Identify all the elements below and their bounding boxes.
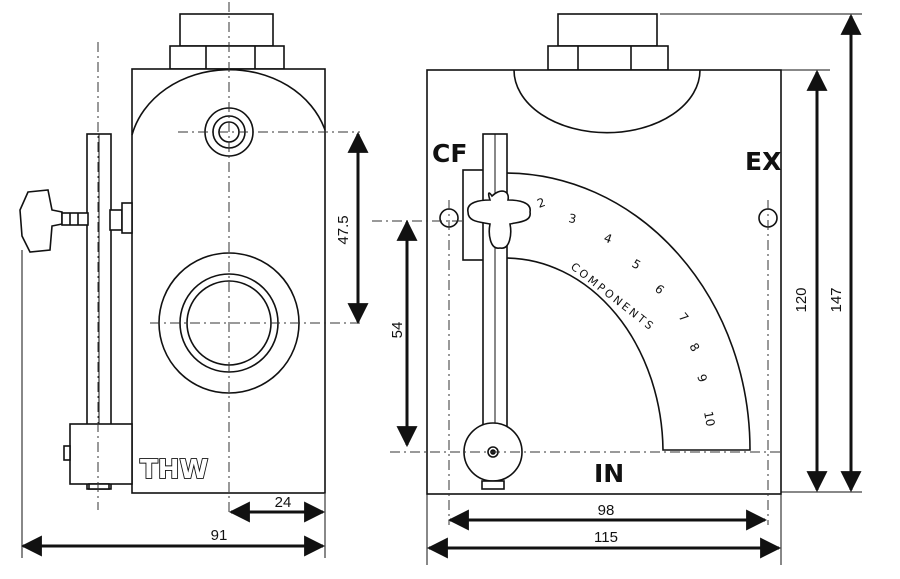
dim-120: 120: [793, 287, 810, 312]
cf-label: CF: [432, 139, 467, 168]
extension-lines: [21, 13, 862, 565]
dim-91: 91: [211, 527, 228, 544]
scale-mark: 3: [567, 211, 577, 226]
dim-115: 115: [594, 529, 618, 546]
side-knob: [19, 189, 63, 253]
dimension-labels: 47.5 54 24 91 98 115 120 147: [211, 215, 845, 546]
scale-mark: 10: [701, 410, 717, 427]
front-centerlines: [372, 200, 780, 525]
side-nut-top: [179, 13, 274, 47]
side-bottom-block: [69, 423, 133, 485]
in-label: IN: [594, 459, 624, 488]
front-nut-bottom: [547, 45, 669, 71]
front-half-moon: [513, 69, 701, 134]
side-centerlines: [97, 2, 360, 515]
scale-mark: 4: [602, 231, 614, 247]
front-view: [426, 13, 782, 495]
scale-mark: 2: [535, 195, 547, 211]
side-view: [19, 13, 326, 494]
scale-arc: [504, 172, 751, 451]
ex-label: EX: [745, 147, 781, 176]
dim-47-5: 47.5: [335, 215, 352, 244]
dimension-lines: [20, 13, 862, 559]
dim-24: 24: [275, 494, 292, 511]
dim-98: 98: [598, 502, 615, 519]
scale-mark: 9: [694, 372, 710, 384]
star-knob: [467, 190, 531, 249]
dim-54: 54: [389, 322, 406, 339]
brand-label: THW: [140, 455, 208, 485]
side-arc: [131, 68, 326, 136]
side-nut-bottom: [169, 45, 285, 70]
front-nut-top: [557, 13, 658, 47]
dim-147: 147: [828, 287, 845, 312]
